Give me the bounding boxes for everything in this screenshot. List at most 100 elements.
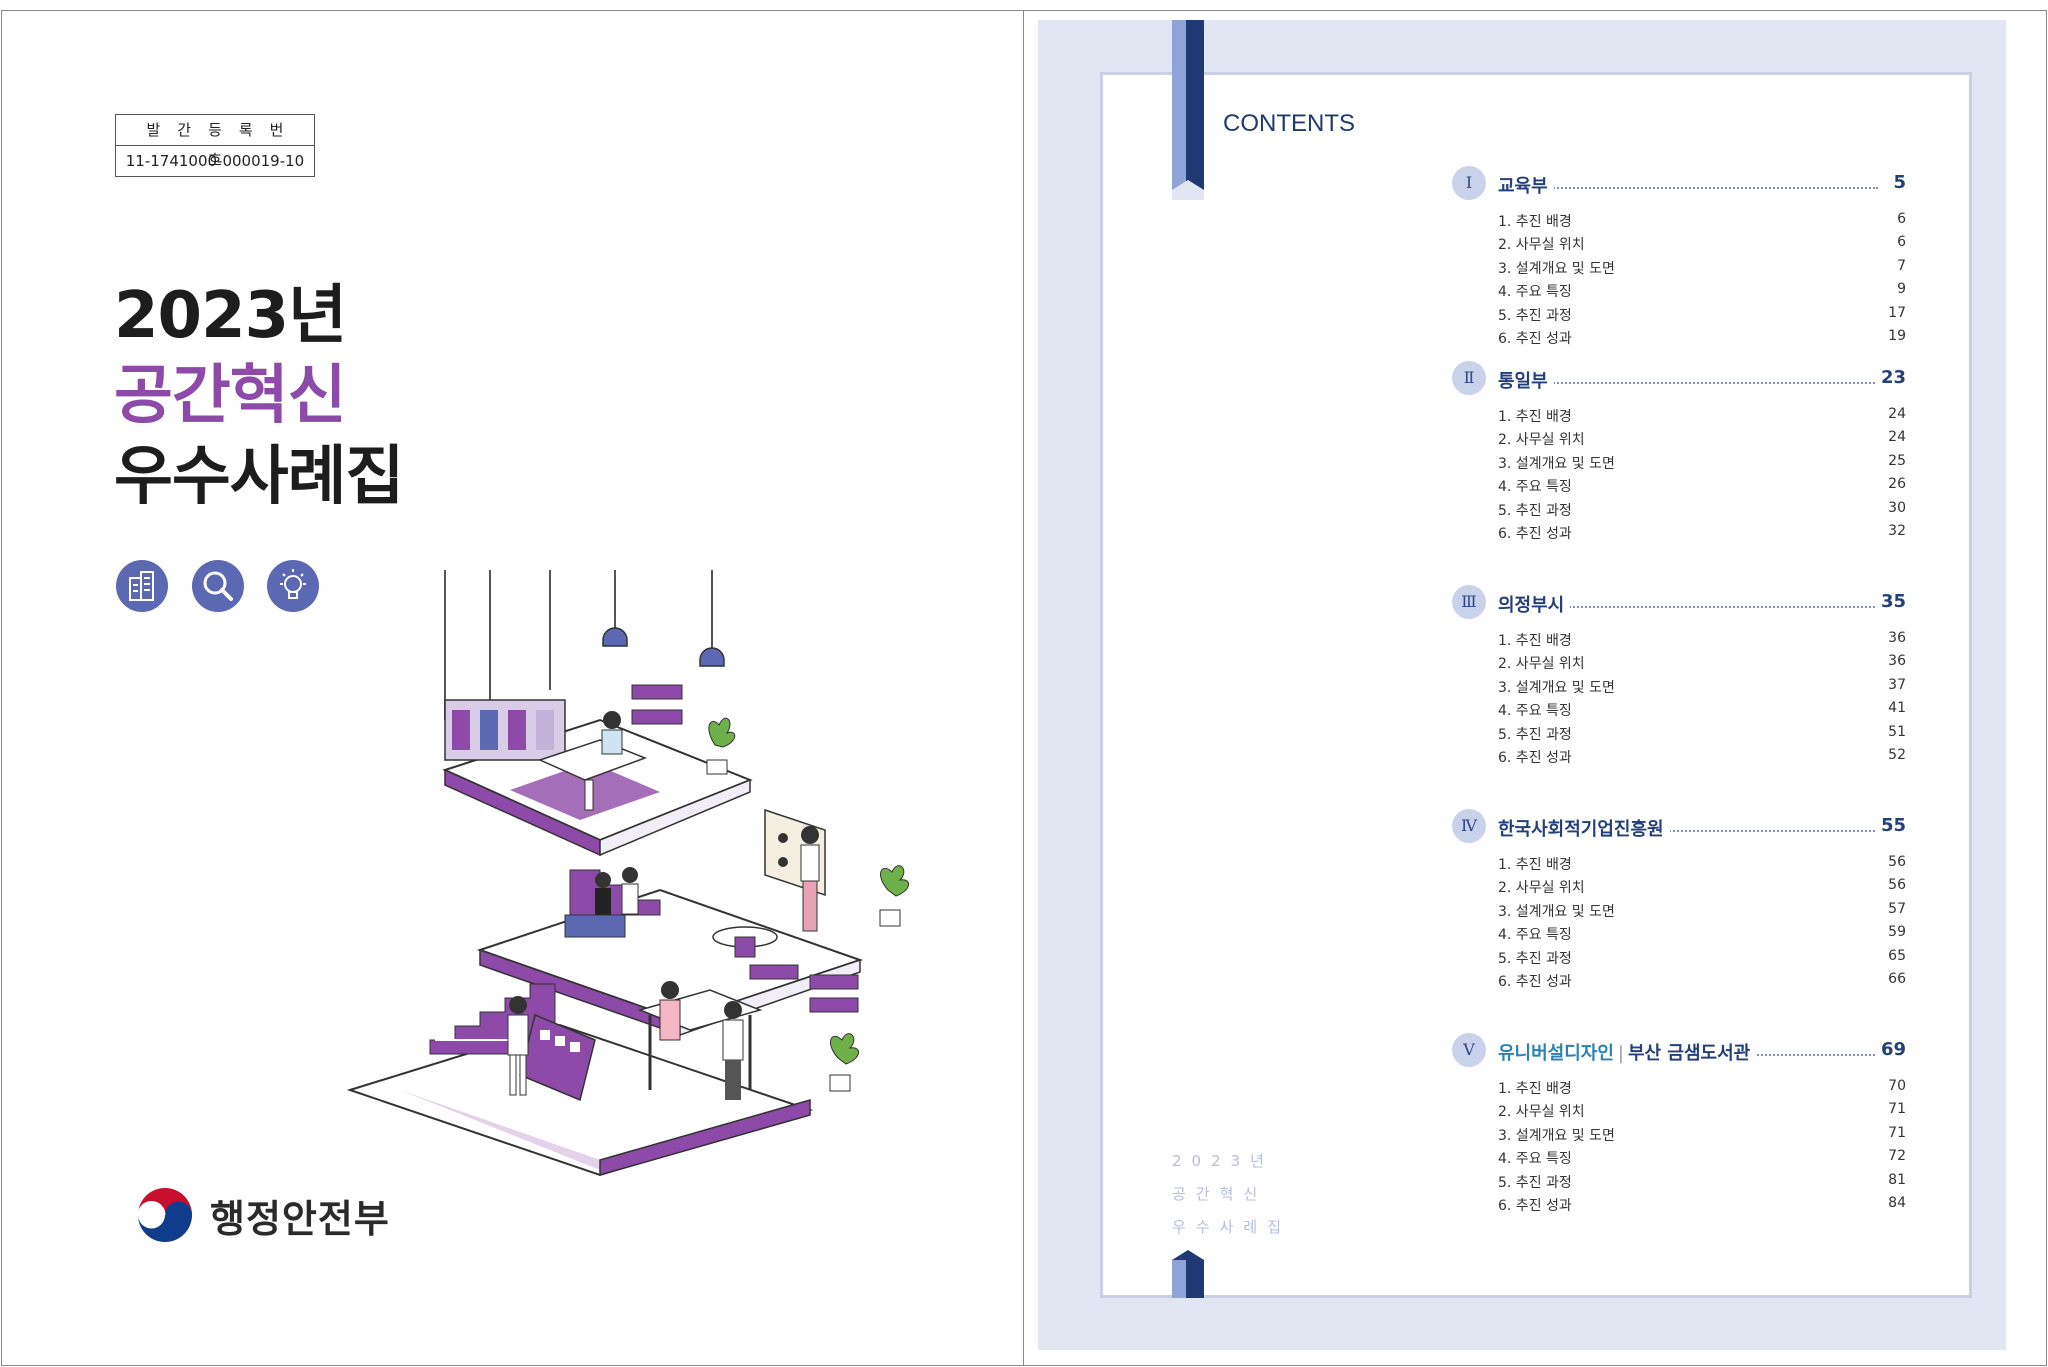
item-page: 36 (1888, 630, 1906, 646)
toc-section-heading[interactable]: Ⅱ 통일부 23 (1452, 361, 1906, 397)
item-label: 3. 설계개요 및 도면 (1498, 1127, 1615, 1144)
item-label: 1. 추진 배경 (1498, 214, 1572, 230)
item-label: 6. 추진 성과 (1498, 749, 1572, 766)
toc-section: Ⅴ 유니버설디자인|부산 금샘도서관 69 1. 추진 배경 70 2. 사무실 … (1452, 1033, 1906, 1215)
section-page-number: 55 (1874, 815, 1906, 836)
side-text-collection: 우수사례집 (1172, 1218, 1292, 1236)
item-label: 4. 주요 특징 (1498, 1151, 1572, 1168)
item-page: 70 (1888, 1078, 1906, 1094)
toc-item[interactable]: 6. 추진 성과 32 (1452, 520, 1906, 543)
item-label: 6. 추진 성과 (1498, 525, 1572, 542)
roman-numeral: Ⅳ (1452, 809, 1486, 843)
toc-section-heading[interactable]: Ⅰ 교육부 5 (1452, 166, 1906, 202)
item-page: 32 (1888, 522, 1906, 539)
item-page: 81 (1888, 1171, 1906, 1188)
item-label: 6. 추진 성과 (1498, 973, 1572, 990)
item-page: 52 (1888, 746, 1906, 763)
section-page-number: 5 (1887, 172, 1906, 193)
registration-box: 발간등록번호 11-1741000-000019-10 (115, 114, 315, 177)
item-page: 6 (1897, 234, 1906, 251)
dot-leader (1498, 382, 1878, 384)
section-title-accent: 유니버설디자인 (1498, 1043, 1614, 1064)
section-title: 한국사회적기업진흥원 (1498, 815, 1670, 841)
toc-item[interactable]: 1. 추진 배경 36 (1452, 627, 1906, 650)
toc-item[interactable]: 5. 추진 과정 81 (1452, 1169, 1906, 1192)
toc-item[interactable]: 1. 추진 배경 70 (1452, 1075, 1906, 1098)
section-title: 유니버설디자인|부산 금샘도서관 (1498, 1039, 1757, 1065)
roman-numeral: Ⅴ (1452, 1033, 1486, 1067)
item-label: 5. 추진 과정 (1498, 950, 1572, 967)
item-label: 2. 사무실 위치 (1498, 432, 1585, 449)
toc-section-heading[interactable]: Ⅴ 유니버설디자인|부산 금샘도서관 69 (1452, 1033, 1906, 1069)
dot-leader (1498, 606, 1878, 608)
item-page: 6 (1897, 211, 1906, 227)
toc-item[interactable]: 1. 추진 배경 6 (1452, 208, 1906, 231)
toc-item[interactable]: 3. 설계개요 및 도면 25 (1452, 450, 1906, 473)
item-page: 9 (1897, 281, 1906, 298)
section-page-number: 23 (1874, 367, 1906, 388)
item-label: 1. 추진 배경 (1498, 857, 1572, 873)
item-label: 6. 추진 성과 (1498, 1197, 1572, 1214)
toc-item[interactable]: 2. 사무실 위치 24 (1452, 426, 1906, 449)
item-page: 36 (1888, 653, 1906, 670)
item-label: 2. 사무실 위치 (1498, 1104, 1585, 1121)
cover-title-topic: 공간혁신 (114, 359, 347, 433)
magnifier-icon (192, 560, 244, 612)
section-title-separator: | (1617, 1043, 1624, 1064)
toc-section-heading[interactable]: Ⅳ 한국사회적기업진흥원 55 (1452, 809, 1906, 845)
toc-item[interactable]: 1. 추진 배경 56 (1452, 851, 1906, 874)
cover-title-collection: 우수사례집 (114, 440, 404, 514)
government-emblem-icon (137, 1188, 192, 1242)
item-page: 17 (1888, 304, 1906, 321)
item-page: 71 (1888, 1124, 1906, 1141)
section-title: 의정부시 (1498, 591, 1571, 617)
item-page: 72 (1888, 1148, 1906, 1165)
item-label: 1. 추진 배경 (1498, 633, 1572, 649)
toc-item[interactable]: 4. 주요 특징 72 (1452, 1145, 1906, 1168)
item-page: 26 (1888, 476, 1906, 493)
toc-item[interactable]: 3. 설계개요 및 도면 71 (1452, 1122, 1906, 1145)
section-page-number: 69 (1874, 1039, 1906, 1060)
contents-heading: CONTENTS (1223, 110, 1355, 137)
toc-item[interactable]: 6. 추진 성과 52 (1452, 744, 1906, 767)
registration-number: 11-1741000-000019-10 (125, 152, 305, 170)
item-label: 1. 추진 배경 (1498, 1081, 1572, 1097)
item-label: 3. 설계개요 및 도면 (1498, 455, 1615, 472)
bookmark-ribbon-icon (1172, 20, 1204, 200)
building-icon (116, 560, 168, 612)
item-page: 24 (1888, 429, 1906, 446)
item-label: 5. 추진 과정 (1498, 1174, 1572, 1191)
item-page: 25 (1888, 452, 1906, 469)
toc-section-heading[interactable]: Ⅲ 의정부시 35 (1452, 585, 1906, 621)
item-page: 37 (1888, 676, 1906, 693)
item-label: 3. 설계개요 및 도면 (1498, 903, 1615, 920)
section-title: 통일부 (1498, 367, 1554, 393)
item-page: 41 (1888, 700, 1906, 717)
item-page: 56 (1888, 854, 1906, 870)
roman-numeral: Ⅱ (1452, 361, 1486, 395)
roman-numeral: Ⅰ (1452, 166, 1486, 200)
